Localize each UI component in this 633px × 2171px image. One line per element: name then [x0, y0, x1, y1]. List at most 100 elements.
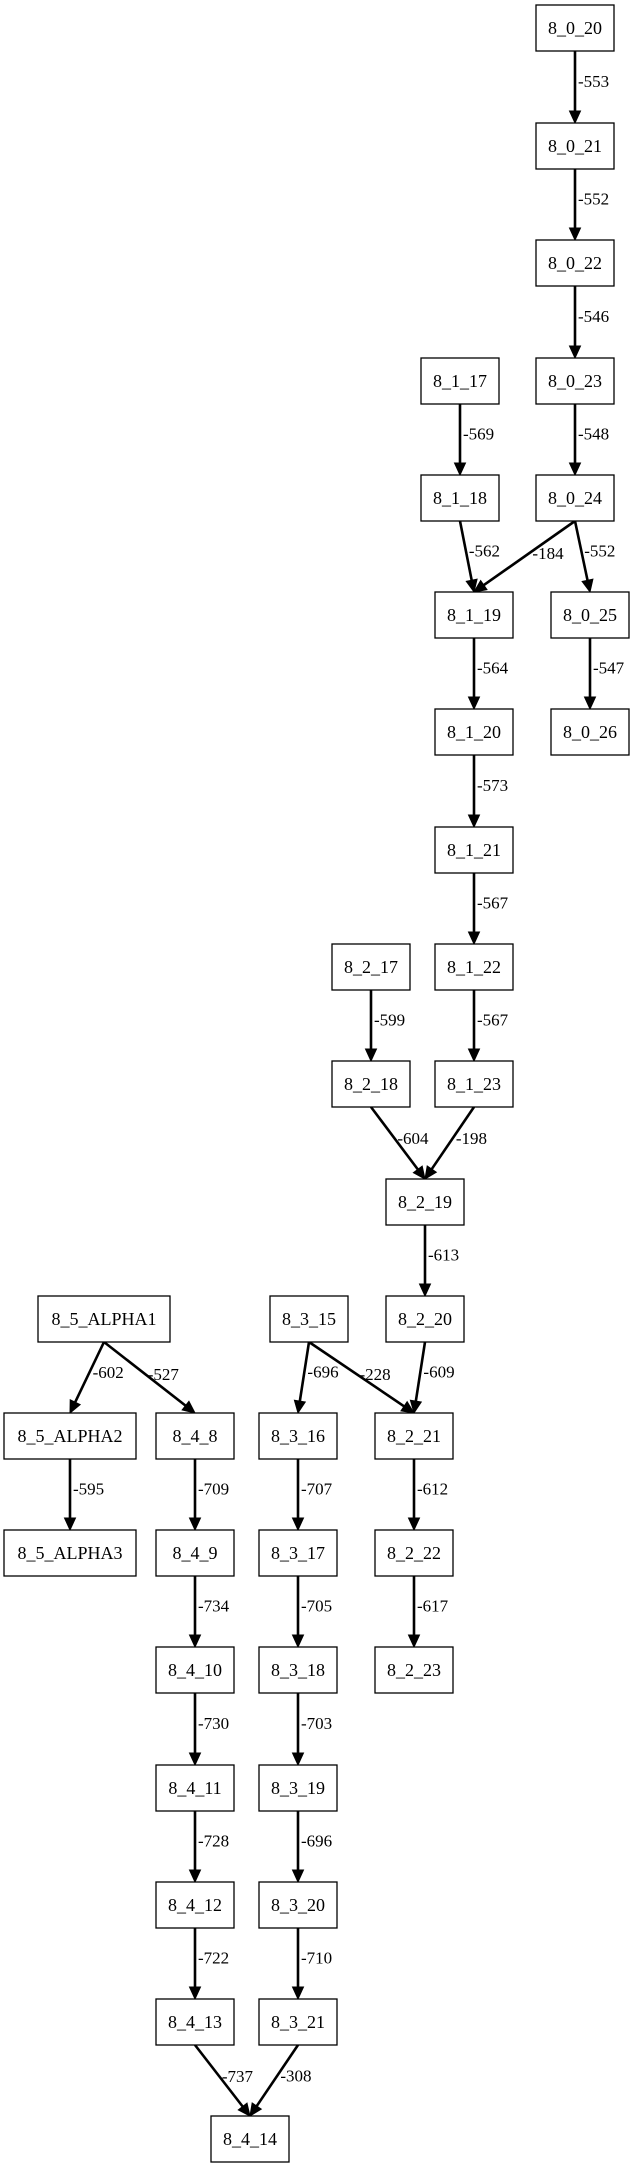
- node-box: [155, 1412, 235, 1460]
- edge-line: [458, 520, 473, 581]
- edge-arrowhead: [568, 110, 582, 125]
- edge-weight-label: -612: [417, 1480, 448, 1499]
- node-label: 8_1_22: [447, 957, 501, 977]
- edge-arrowhead: [249, 2102, 263, 2117]
- node-8-4-14: 8_4_14: [210, 2115, 290, 2163]
- node-8-3-17: 8_3_17: [258, 1529, 338, 1577]
- edge-arrowhead: [291, 1752, 305, 1767]
- edge-weight-label: -737: [222, 2067, 254, 2086]
- node-label: 8_5_ALPHA3: [17, 1543, 122, 1563]
- node-label: 8_2_23: [387, 1660, 441, 1680]
- node-box: [258, 1529, 338, 1577]
- edge-arrowhead: [581, 578, 594, 594]
- node-8-2-22: 8_2_22: [374, 1529, 454, 1577]
- edge-weight-label: -696: [307, 1363, 338, 1382]
- node-box: [269, 1295, 349, 1343]
- edge-arrowhead: [568, 227, 582, 242]
- edge-arrowhead: [412, 1165, 426, 1180]
- node-label: 8_3_15: [282, 1309, 336, 1329]
- edge-weight-label: -228: [360, 1365, 391, 1384]
- node-box: [434, 708, 514, 756]
- node-box: [3, 1529, 137, 1577]
- node-label: 8_3_18: [271, 1660, 325, 1680]
- edge-line: [74, 1341, 106, 1403]
- node-box: [155, 1646, 235, 1694]
- edge-8-3-21-to-8-4-14: -308: [249, 2044, 312, 2117]
- edge-line: [483, 519, 576, 587]
- edge-8-4-10-to-8-4-11: -730: [188, 1693, 229, 1767]
- node-8-1-21: 8_1_21: [434, 826, 514, 874]
- node-label: 8_4_10: [168, 1660, 222, 1680]
- edge-arrowhead: [453, 462, 467, 477]
- edge-8-3-20-to-8-3-21: -710: [291, 1928, 332, 2001]
- node-8-0-26: 8_0_26: [550, 708, 630, 756]
- edge-weight-label: -553: [578, 72, 609, 91]
- edge-arrowhead: [69, 1399, 82, 1415]
- edge-arrowhead: [188, 1869, 202, 1884]
- node-label: 8_2_19: [398, 1192, 452, 1212]
- edge-weight-label: -548: [578, 425, 609, 444]
- node-label: 8_5_ALPHA1: [51, 1309, 156, 1329]
- node-box: [434, 826, 514, 874]
- edge-8-3-17-to-8-3-18: -705: [291, 1576, 332, 1649]
- node-box: [374, 1412, 454, 1460]
- node-8-2-20: 8_2_20: [385, 1295, 465, 1343]
- node-label: 8_3_17: [271, 1543, 325, 1563]
- edges-layer: -553-552-546-548-184-552-547-569-562-564…: [63, 51, 625, 2117]
- edge-8-4-13-to-8-4-14: -737: [193, 2044, 254, 2117]
- node-8-0-25: 8_0_25: [550, 591, 630, 639]
- edge-8-3-15-to-8-2-21: -228: [308, 1340, 415, 1414]
- edge-arrowhead: [465, 578, 478, 594]
- edge-8-0-22-to-8-0-23: -546: [568, 286, 609, 360]
- edge-weight-label: -562: [469, 542, 500, 561]
- edge-weight-label: -728: [198, 1832, 229, 1851]
- edge-8-2-22-to-8-2-23: -617: [407, 1576, 449, 1649]
- node-box: [535, 357, 615, 405]
- node-label: 8_2_21: [387, 1426, 441, 1446]
- node-box: [550, 708, 630, 756]
- node-box: [535, 122, 615, 170]
- node-label: 8_3_20: [271, 1895, 325, 1915]
- node-label: 8_1_20: [447, 722, 501, 742]
- node-8-0-23: 8_0_23: [535, 357, 615, 405]
- edge-line: [193, 2044, 244, 2108]
- node-8-4-10: 8_4_10: [155, 1646, 235, 1694]
- node-8-2-23: 8_2_23: [374, 1646, 454, 1694]
- edge-8-2-18-to-8-2-19: -604: [369, 1106, 429, 1180]
- edge-8-0-23-to-8-0-24: -548: [568, 404, 609, 477]
- node-8-3-16: 8_3_16: [258, 1412, 338, 1460]
- edge-weight-label: -308: [280, 2067, 311, 2086]
- edge-arrowhead: [568, 345, 582, 360]
- node-label: 8_2_20: [398, 1309, 452, 1329]
- edge-arrowhead: [418, 1283, 432, 1298]
- edge-line: [255, 2044, 300, 2107]
- node-8-0-22: 8_0_22: [535, 239, 615, 287]
- node-8-0-21: 8_0_21: [535, 122, 615, 170]
- node-box: [331, 1060, 411, 1108]
- edge-8-0-21-to-8-0-22: -552: [568, 169, 609, 242]
- node-box: [420, 474, 500, 522]
- edge-weight-label: -552: [584, 542, 615, 561]
- node-box: [434, 591, 514, 639]
- node-8-1-19: 8_1_19: [434, 591, 514, 639]
- node-label: 8_3_21: [271, 2012, 325, 2032]
- node-8-4-8: 8_4_8: [155, 1412, 235, 1460]
- node-label: 8_4_11: [168, 1778, 221, 1798]
- node-label: 8_1_19: [447, 605, 501, 625]
- node-8-3-15: 8_3_15: [269, 1295, 349, 1343]
- edge-8-2-19-to-8-2-20: -613: [418, 1225, 459, 1298]
- edge-weight-label: -734: [198, 1597, 230, 1616]
- edge-8-1-19-to-8-1-20: -564: [467, 638, 509, 711]
- node-box: [258, 1646, 338, 1694]
- edge-weight-label: -696: [301, 1832, 332, 1851]
- edge-arrowhead: [188, 1752, 202, 1767]
- edge-line: [369, 1106, 419, 1171]
- edge-weight-label: -599: [374, 1011, 405, 1030]
- edge-8-5-alpha2-to-8-5-alpha3: -595: [63, 1459, 104, 1532]
- node-label: 8_0_24: [548, 488, 602, 508]
- edge-arrowhead: [188, 1517, 202, 1532]
- node-label: 8_1_23: [447, 1074, 501, 1094]
- edge-8-4-8-to-8-4-9: -709: [188, 1459, 229, 1532]
- node-8-4-12: 8_4_12: [155, 1881, 235, 1929]
